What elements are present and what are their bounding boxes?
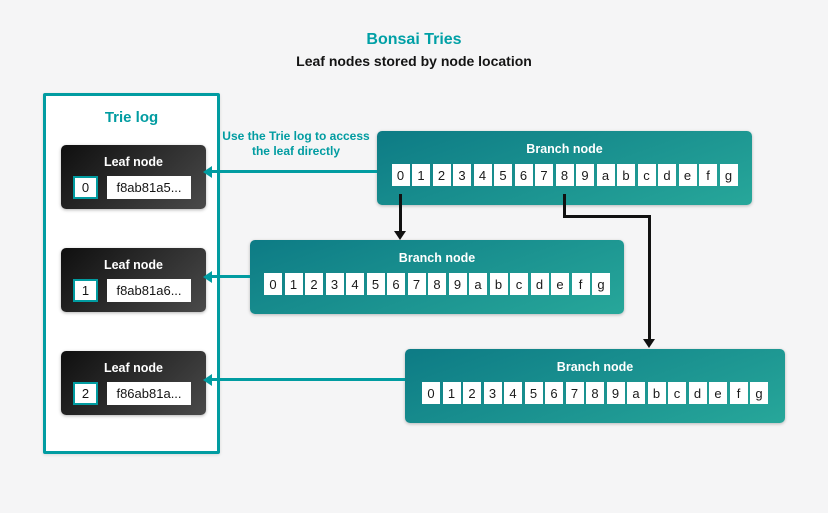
branch-cell: 2	[463, 382, 481, 404]
connector-cell8-to-branch3	[563, 194, 566, 218]
branch-cell: b	[617, 164, 635, 186]
leaf-node-0: Leaf node 0 f8ab81a5...	[61, 145, 206, 209]
branch-cell: a	[469, 273, 487, 295]
connector-cell8-to-branch3	[563, 215, 651, 218]
arrowhead-left-icon	[203, 166, 212, 178]
branch-cell: g	[719, 164, 738, 186]
page-title: Bonsai Tries	[366, 31, 462, 48]
trie-log-title: Trie log	[104, 109, 159, 126]
branch-cell: f	[571, 273, 590, 295]
connector-cell8-to-branch3	[648, 215, 651, 339]
leaf-index-cell: 2	[73, 382, 98, 405]
branch-cell: g	[592, 273, 610, 295]
branch-cell: a	[596, 164, 615, 186]
branch-cell: f	[699, 164, 717, 186]
branch-cell: 6	[545, 382, 563, 404]
leaf-node-row: 2 f86ab81a...	[73, 382, 206, 405]
branch-node-title: Branch node	[398, 251, 476, 265]
leaf-hash-value: f8ab81a5...	[107, 176, 191, 199]
branch-cell: d	[530, 273, 549, 295]
branch-cell: d	[688, 382, 707, 404]
leaf-hash-value: f8ab81a6...	[107, 279, 191, 302]
branch-cell: f	[729, 382, 748, 404]
branch-cell: 8	[555, 164, 574, 186]
arrowhead-left-icon	[203, 271, 212, 283]
arrow-branch3-to-leaf2	[212, 378, 405, 381]
branch-cell: 4	[346, 273, 364, 295]
branch-cell: b	[489, 273, 508, 295]
branch-cell: 6	[514, 164, 533, 186]
branch-cell: 2	[305, 273, 323, 295]
branch-cell: 1	[442, 382, 461, 404]
branch-cell: 8	[586, 382, 604, 404]
branch-cell: 1	[412, 164, 430, 186]
branch-cell: 3	[325, 273, 344, 295]
leaf-node-title: Leaf node	[103, 155, 164, 169]
branch-cell: 9	[448, 273, 467, 295]
branch-cell: a	[627, 382, 645, 404]
branch-cell: 8	[428, 273, 446, 295]
branch-cell: 5	[524, 382, 543, 404]
arrowhead-down-icon	[643, 339, 655, 348]
branch-cell: g	[750, 382, 768, 404]
branch-cell: d	[658, 164, 676, 186]
branch-cell: 9	[576, 164, 594, 186]
branch-cell: c	[668, 382, 686, 404]
leaf-node-2: Leaf node 2 f86ab81a...	[61, 351, 206, 415]
leaf-node-title: Leaf node	[103, 361, 164, 375]
connector-cell0-to-branch2	[399, 194, 402, 231]
branch-cell: 7	[535, 164, 553, 186]
branch-cell: 5	[366, 273, 385, 295]
branch-cell: 1	[284, 273, 303, 295]
branch-cell: e	[551, 273, 569, 295]
branch-node-title: Branch node	[556, 360, 634, 374]
arrowhead-left-icon	[203, 374, 212, 386]
branch-cell: 0	[422, 382, 440, 404]
arrowhead-down-icon	[394, 231, 406, 240]
branch-cell: 7	[565, 382, 584, 404]
branch-cell: c	[637, 164, 656, 186]
arrow-branch2-to-leaf1	[212, 275, 250, 278]
branch-cell: c	[510, 273, 528, 295]
branch-cell: 7	[407, 273, 426, 295]
annotation-text: Use the Trie log to access the leaf dire…	[222, 129, 370, 158]
branch-cell: 9	[606, 382, 625, 404]
leaf-index-cell: 0	[73, 176, 98, 199]
branch-cell: b	[647, 382, 666, 404]
branch-cell: 2	[432, 164, 451, 186]
branch-cell: e	[709, 382, 727, 404]
leaf-node-row: 0 f8ab81a5...	[73, 176, 206, 199]
leaf-node-row: 1 f8ab81a6...	[73, 279, 206, 302]
branch-cell: 5	[494, 164, 512, 186]
leaf-node-1: Leaf node 1 f8ab81a6...	[61, 248, 206, 312]
page-subtitle: Leaf nodes stored by node location	[296, 53, 532, 69]
branch-cell: 3	[453, 164, 471, 186]
leaf-node-title: Leaf node	[103, 258, 164, 272]
branch-cell: 0	[391, 164, 410, 186]
leaf-hash-value: f86ab81a...	[107, 382, 191, 405]
leaf-index-cell: 1	[73, 279, 98, 302]
branch-cell: 4	[473, 164, 492, 186]
branch-cell: 3	[483, 382, 502, 404]
trie-log-panel: Trie log Leaf node 0 f8ab81a5... Leaf no…	[43, 93, 220, 454]
arrow-branch1-to-leaf0	[212, 170, 377, 173]
branch-cell: 4	[504, 382, 522, 404]
branch-node-title: Branch node	[526, 142, 603, 156]
branch-cell: 6	[387, 273, 405, 295]
branch-cell: 0	[264, 273, 282, 295]
branch-cell: e	[678, 164, 697, 186]
